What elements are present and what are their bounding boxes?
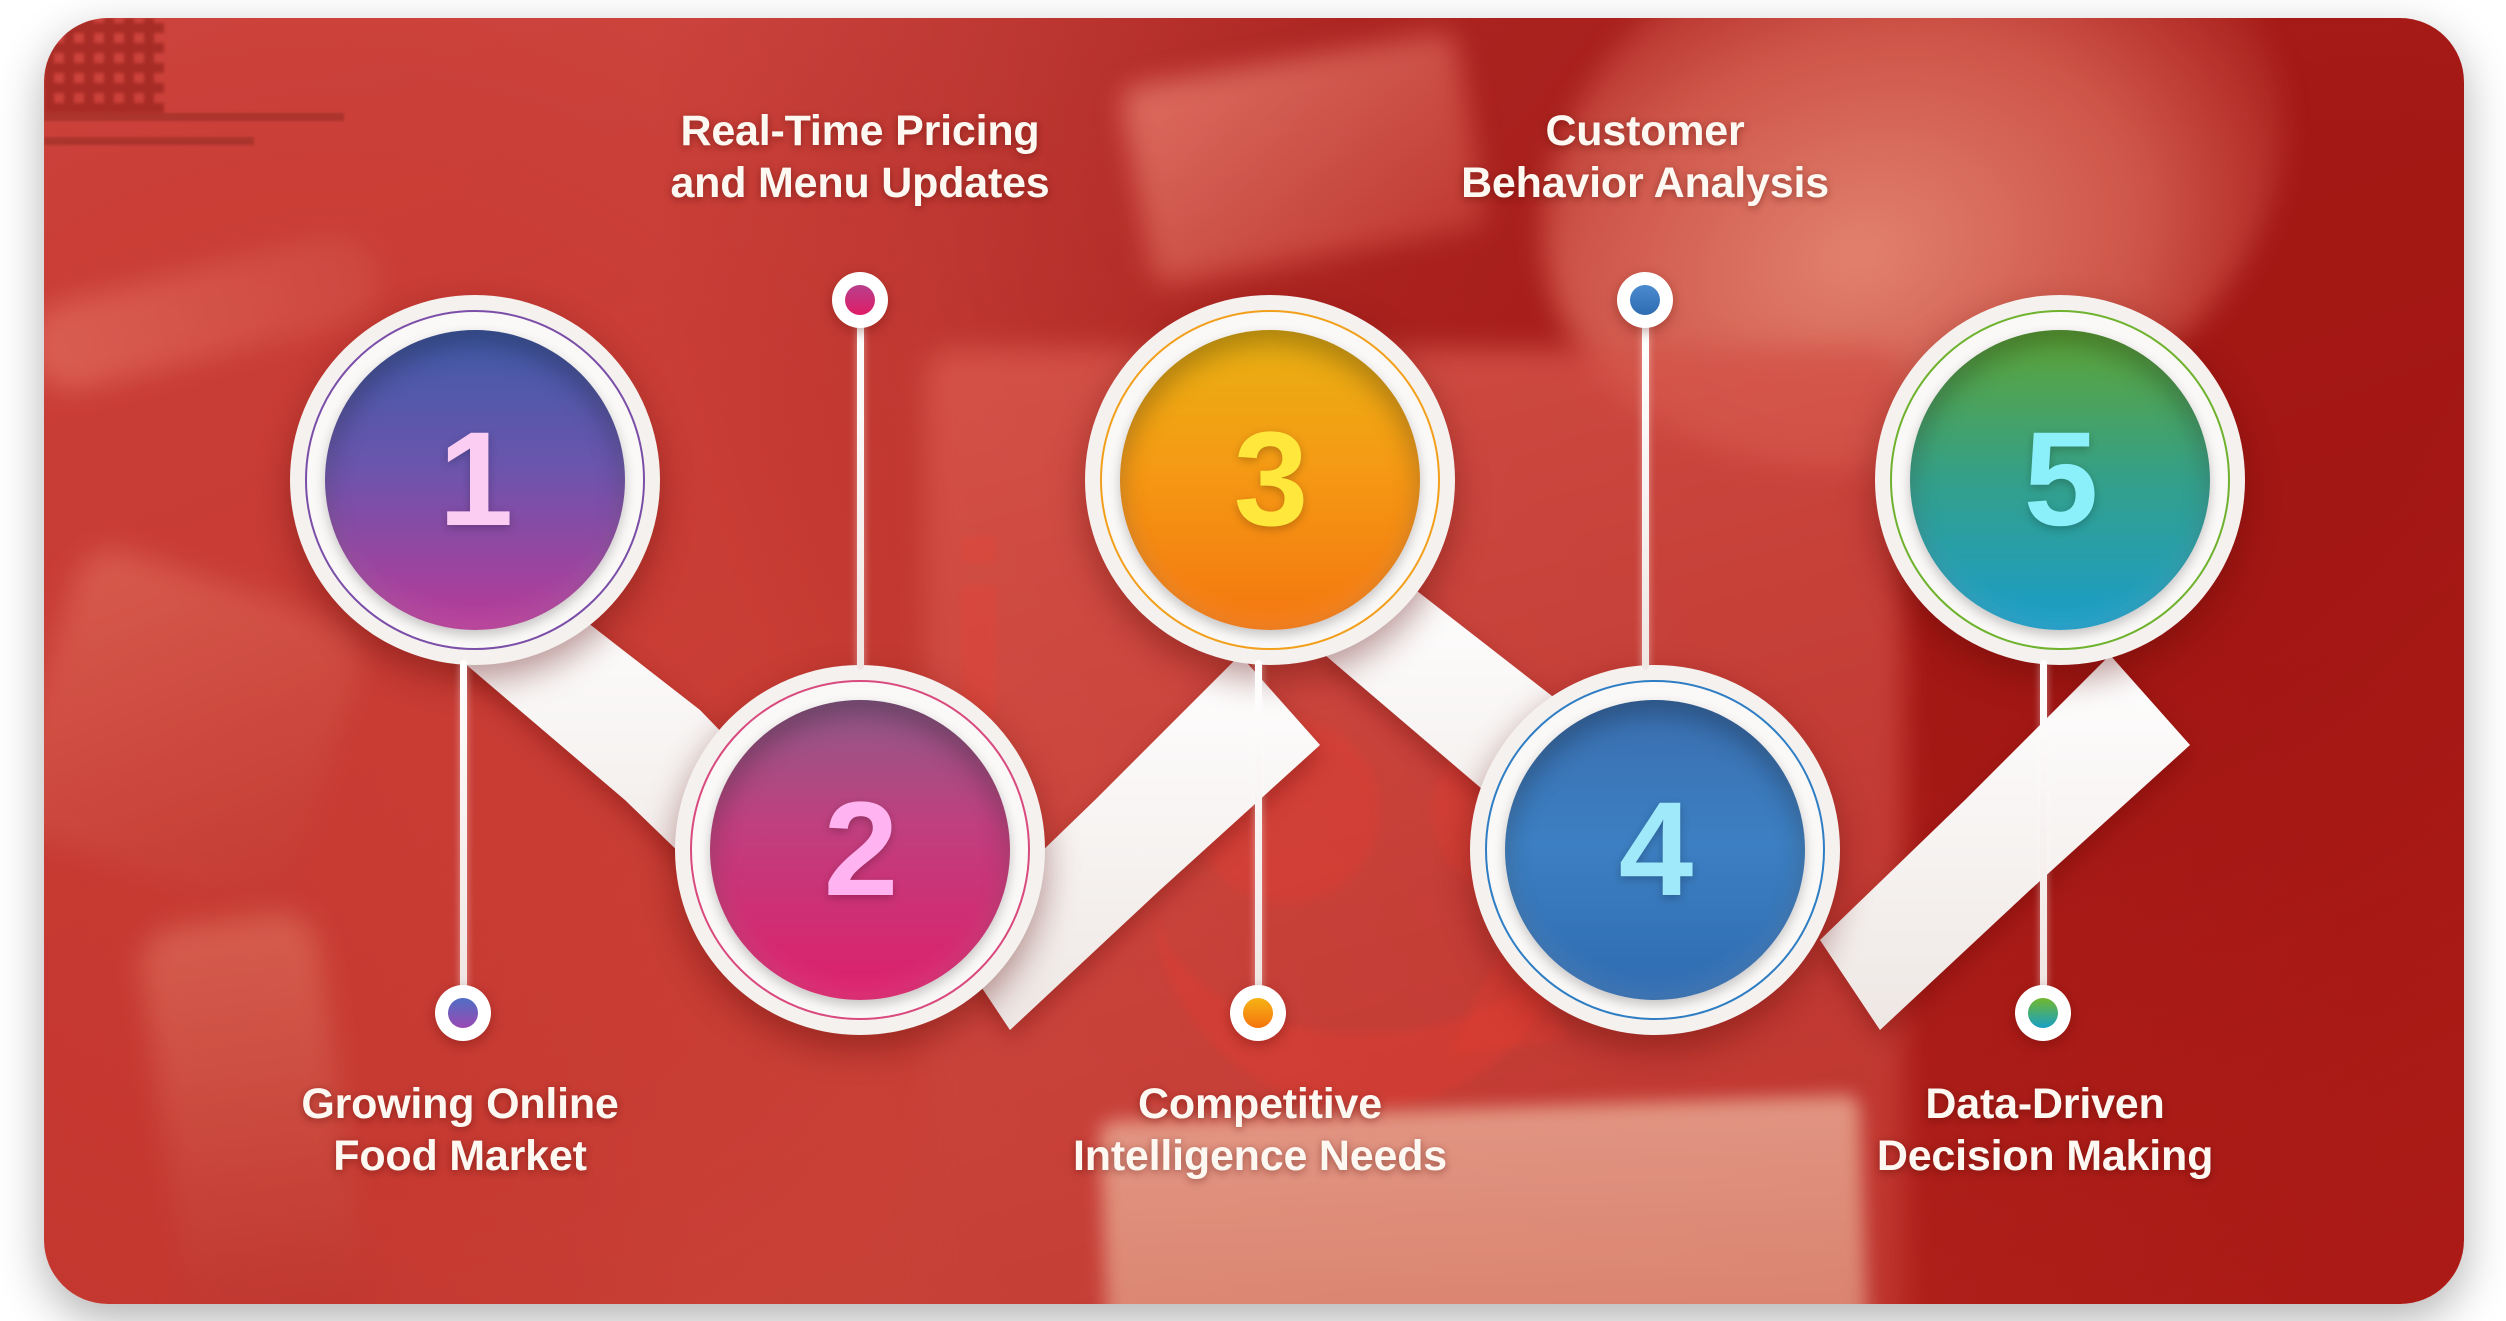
step-label-4: Customer Behavior Analysis bbox=[1461, 107, 1829, 208]
step-label-1: Growing Online Food Market bbox=[301, 1080, 619, 1181]
step-label-5: Data-Driven Decision Making bbox=[1876, 1080, 2214, 1181]
background-print-lines bbox=[44, 113, 344, 167]
step-disc-5: 5 bbox=[1910, 330, 2210, 630]
step-node-5[interactable]: 5 bbox=[1875, 295, 2245, 665]
step-node-1[interactable]: 1 bbox=[290, 295, 660, 665]
step-dot-fill-1 bbox=[448, 998, 478, 1028]
step-disc-2: 2 bbox=[710, 700, 1010, 1000]
step-stem-4 bbox=[1642, 318, 1649, 670]
step-label-2: Real-Time Pricing and Menu Updates bbox=[670, 107, 1050, 208]
step-number-2: 2 bbox=[823, 775, 899, 924]
background-qr-code bbox=[44, 18, 164, 113]
step-dot-fill-3 bbox=[1243, 998, 1273, 1028]
step-stem-2 bbox=[857, 318, 864, 670]
step-node-3[interactable]: 3 bbox=[1085, 295, 1455, 665]
step-ring-1: 1 bbox=[305, 310, 645, 650]
step-stem-1 bbox=[460, 660, 467, 992]
step-disc-3: 3 bbox=[1120, 330, 1420, 630]
step-dot-2[interactable] bbox=[832, 272, 888, 328]
step-dot-5[interactable] bbox=[2015, 985, 2071, 1041]
step-node-4[interactable]: 4 bbox=[1470, 665, 1840, 1035]
step-stem-3 bbox=[1255, 660, 1262, 992]
step-number-5: 5 bbox=[2023, 405, 2099, 554]
step-dot-fill-2 bbox=[845, 285, 875, 315]
step-dot-1[interactable] bbox=[435, 985, 491, 1041]
step-ring-5: 5 bbox=[1890, 310, 2230, 650]
step-ring-4: 4 bbox=[1485, 680, 1825, 1020]
step-number-3: 3 bbox=[1233, 405, 1309, 554]
step-ring-3: 3 bbox=[1100, 310, 1440, 650]
step-dot-4[interactable] bbox=[1617, 272, 1673, 328]
step-number-1: 1 bbox=[438, 405, 514, 554]
step-stem-5 bbox=[2040, 660, 2047, 992]
step-disc-4: 4 bbox=[1505, 700, 1805, 1000]
step-dot-fill-4 bbox=[1630, 285, 1660, 315]
step-disc-1: 1 bbox=[325, 330, 625, 630]
step-number-4: 4 bbox=[1618, 775, 1694, 924]
step-node-2[interactable]: 2 bbox=[675, 665, 1045, 1035]
step-dot-3[interactable] bbox=[1230, 985, 1286, 1041]
step-label-3: Competitive Intelligence Needs bbox=[1073, 1080, 1447, 1181]
step-dot-fill-5 bbox=[2028, 998, 2058, 1028]
step-ring-2: 2 bbox=[690, 680, 1030, 1020]
